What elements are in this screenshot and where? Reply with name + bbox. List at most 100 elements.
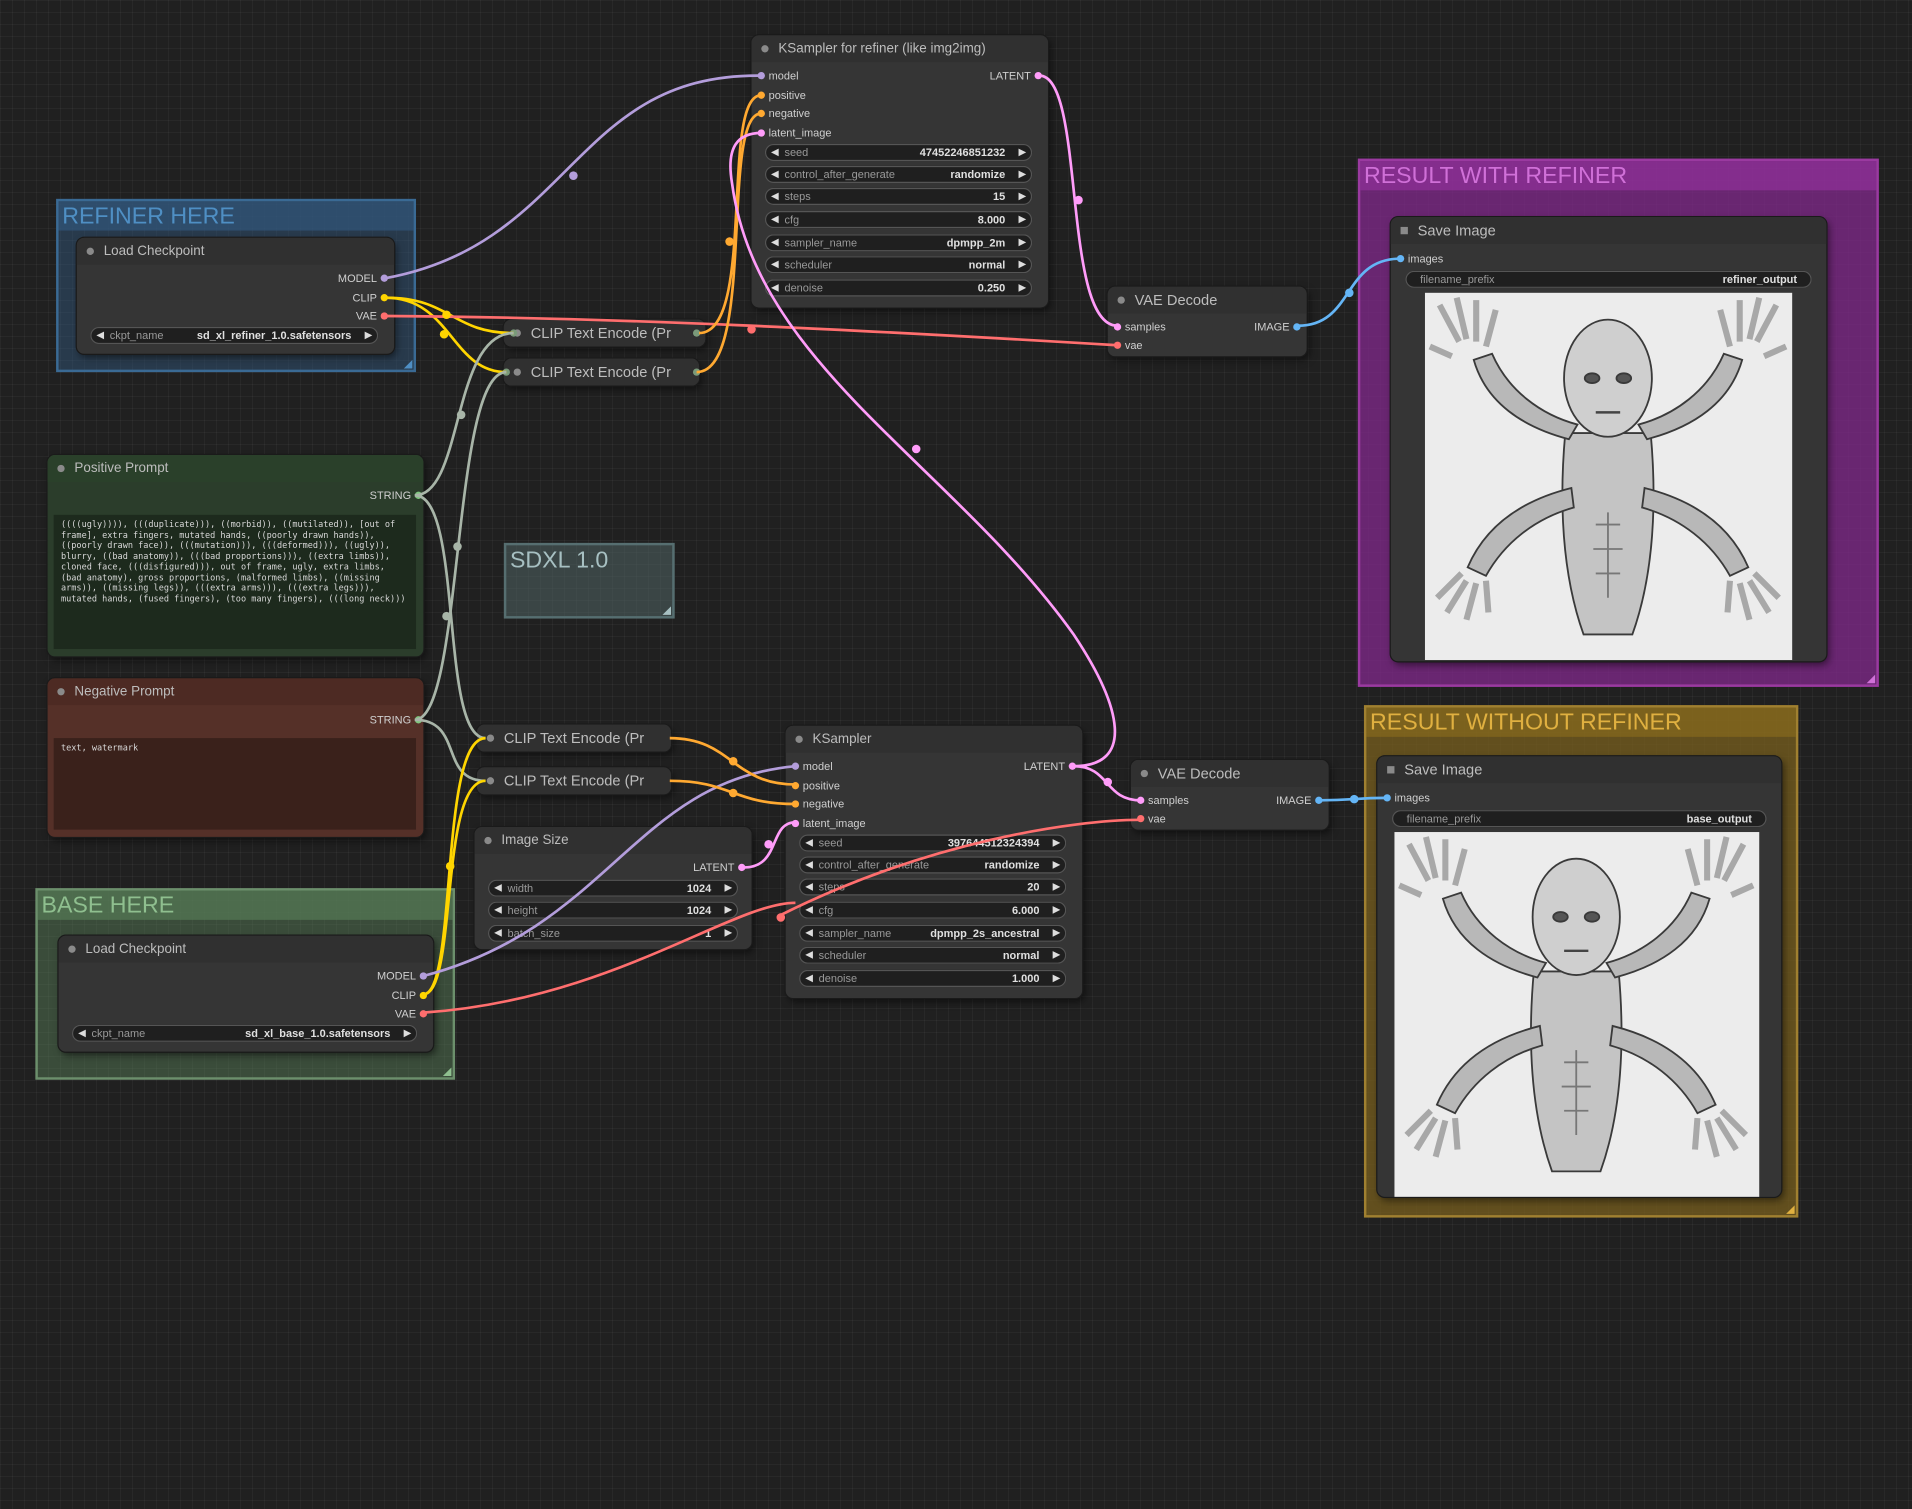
arrow-right-icon[interactable]: ▶ (1052, 949, 1061, 961)
node-collapse-icon[interactable] (57, 688, 65, 696)
node-title[interactable]: Load Checkpoint (58, 935, 434, 963)
input-vae[interactable]: vae (1113, 338, 1143, 353)
node-collapse-icon[interactable] (1117, 296, 1125, 304)
input-clip-dot[interactable] (509, 329, 518, 337)
prompt-textarea[interactable]: text, watermark (53, 738, 417, 830)
node-collapse-icon[interactable] (1387, 766, 1395, 774)
arrow-left-icon[interactable]: ◀ (771, 236, 779, 248)
vae-decode-refiner-node[interactable]: VAE Decode samples vae IMAGE (1107, 286, 1307, 357)
arrow-right-icon[interactable]: ▶ (1018, 213, 1027, 225)
arrow-right-icon[interactable]: ▶ (724, 927, 732, 939)
arrow-left-icon[interactable]: ◀ (494, 882, 502, 894)
ksampler-refiner-node[interactable]: KSampler for refiner (like img2img) mode… (751, 35, 1048, 308)
input-images[interactable]: images (1383, 791, 1430, 806)
node-collapse-icon[interactable] (513, 368, 521, 376)
output-latent[interactable]: LATENT (693, 860, 746, 875)
node-title[interactable]: Positive Prompt (47, 455, 424, 482)
prompt-textarea[interactable]: ((((ugly)))), (((duplicate))), ((morbid)… (53, 514, 417, 650)
input-images[interactable]: images (1396, 251, 1443, 266)
resize-handle[interactable] (403, 359, 413, 369)
output-clip[interactable]: CLIP (392, 988, 427, 1003)
arrow-left-icon[interactable]: ◀ (771, 213, 779, 225)
output-latent[interactable]: LATENT (1024, 759, 1077, 774)
input-model[interactable]: model (791, 759, 833, 774)
resize-handle[interactable] (662, 606, 671, 615)
input-positive[interactable]: positive (757, 88, 806, 103)
arrow-left-icon[interactable]: ◀ (805, 880, 813, 892)
arrow-right-icon[interactable]: ▶ (1018, 146, 1027, 158)
arrow-left-icon[interactable]: ◀ (805, 858, 813, 870)
arrow-right-icon[interactable]: ▶ (1052, 904, 1061, 915)
output-image[interactable]: IMAGE (1276, 793, 1323, 808)
node-title[interactable]: CLIP Text Encode (Pr (477, 724, 671, 752)
node-title[interactable]: CLIP Text Encode (Pr (503, 358, 700, 386)
output-clip[interactable]: CLIP (353, 290, 388, 305)
output-vae[interactable]: VAE (356, 309, 388, 324)
arrow-right-icon[interactable]: ▶ (1052, 858, 1061, 870)
node-collapse-icon[interactable] (761, 45, 769, 53)
node-collapse-icon[interactable] (68, 945, 76, 953)
node-title[interactable]: VAE Decode (1130, 760, 1329, 787)
arrow-left-icon[interactable]: ◀ (494, 927, 502, 939)
input-negative[interactable]: negative (757, 106, 810, 121)
arrow-left-icon[interactable]: ◀ (771, 168, 779, 180)
output-vae[interactable]: VAE (395, 1007, 427, 1022)
output-conditioning-dot[interactable] (692, 329, 701, 337)
clip-text-encode-refiner-positive[interactable]: CLIP Text Encode (Pr (503, 319, 706, 347)
clip-text-encode-base-negative[interactable]: CLIP Text Encode (Pr (477, 767, 671, 795)
output-image-preview[interactable] (1424, 292, 1793, 661)
output-model[interactable]: MODEL (377, 969, 427, 984)
node-title[interactable]: KSampler (785, 725, 1083, 753)
output-conditioning-dot[interactable] (692, 368, 701, 376)
arrow-right-icon[interactable]: ▶ (1018, 236, 1027, 248)
clip-text-encode-base-positive[interactable]: CLIP Text Encode (Pr (477, 724, 671, 752)
arrow-right-icon[interactable]: ▶ (1052, 880, 1061, 892)
node-collapse-icon[interactable] (795, 735, 803, 743)
node-title[interactable]: Save Image (1377, 756, 1782, 784)
node-title[interactable]: Save Image (1390, 217, 1827, 244)
node-collapse-icon[interactable] (1140, 769, 1149, 778)
output-string[interactable]: STRING (370, 712, 423, 727)
arrow-right-icon[interactable]: ▶ (1052, 972, 1061, 984)
arrow-right-icon[interactable]: ▶ (403, 1027, 412, 1039)
arrow-left-icon[interactable]: ◀ (771, 190, 779, 202)
arrow-left-icon[interactable]: ◀ (771, 281, 779, 293)
node-title[interactable]: KSampler for refiner (like img2img) (751, 35, 1048, 63)
arrow-right-icon[interactable]: ▶ (1018, 190, 1027, 202)
vae-decode-base-node[interactable]: VAE Decode samples vae IMAGE (1130, 760, 1329, 830)
output-string[interactable]: STRING (370, 488, 423, 503)
output-image-preview[interactable] (1394, 832, 1760, 1197)
input-vae[interactable]: vae (1137, 811, 1166, 826)
node-collapse-icon[interactable] (57, 464, 65, 473)
arrow-left-icon[interactable]: ◀ (805, 972, 813, 984)
node-title[interactable]: CLIP Text Encode (Pr (503, 319, 706, 347)
arrow-left-icon[interactable]: ◀ (805, 949, 813, 961)
node-title[interactable]: CLIP Text Encode (Pr (477, 767, 671, 795)
node-title[interactable]: Image Size (474, 827, 752, 854)
output-latent[interactable]: LATENT (990, 68, 1042, 83)
resize-handle[interactable] (442, 1067, 452, 1077)
positive-prompt-node[interactable]: Positive Prompt STRING ((((ugly)))), (((… (47, 455, 424, 657)
ksampler-base-node[interactable]: KSampler model positive negative latent_… (785, 725, 1083, 998)
load-checkpoint-base-node[interactable]: Load Checkpoint MODEL CLIP VAE ◀ckpt_nam… (58, 935, 434, 1052)
node-title[interactable]: VAE Decode (1107, 286, 1307, 314)
arrow-left-icon[interactable]: ◀ (771, 146, 779, 158)
node-collapse-icon[interactable] (486, 734, 495, 742)
input-clip-dot[interactable] (502, 368, 510, 376)
node-collapse-icon[interactable] (86, 247, 94, 255)
arrow-right-icon[interactable]: ▶ (364, 329, 373, 341)
